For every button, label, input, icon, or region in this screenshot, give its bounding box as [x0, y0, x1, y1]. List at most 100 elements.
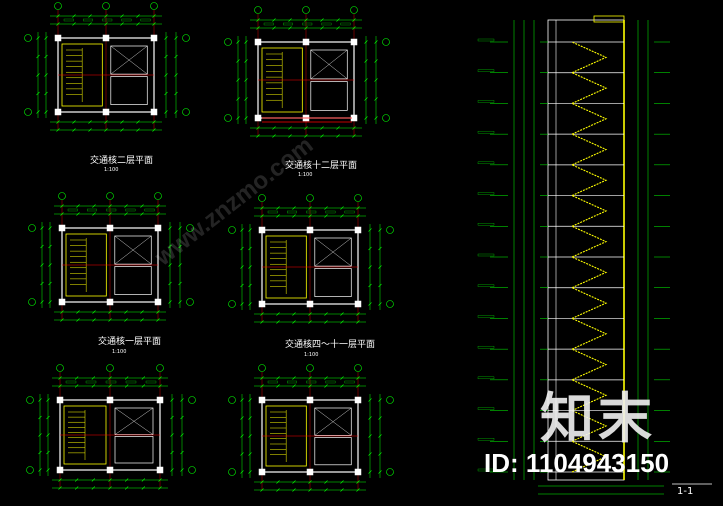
- dimension-tick: [74, 478, 79, 482]
- dimension-tick: [248, 470, 252, 474]
- dimension-tick: [364, 116, 368, 120]
- dimension-tick: [336, 26, 340, 30]
- axis-bubble: [228, 300, 236, 308]
- elevator-shaft: [314, 268, 352, 297]
- plan-scale-3: 1:100: [112, 349, 127, 355]
- dimension-tick: [292, 312, 296, 316]
- axis-bubble: [186, 298, 194, 306]
- dimension-tick: [260, 488, 264, 492]
- dimension-tick: [44, 73, 48, 77]
- dimension-tick: [368, 246, 372, 251]
- dimension-tick: [248, 265, 252, 269]
- dimension-tick: [76, 318, 80, 322]
- dimension-tick: [168, 300, 172, 304]
- dimension-tick: [292, 488, 296, 492]
- dim-text-stub: [63, 18, 74, 22]
- stair-flight: [571, 41, 608, 74]
- dimension-tick: [374, 78, 378, 82]
- dimension-tick: [168, 263, 172, 267]
- dimension-tick: [170, 398, 174, 402]
- dimension-tick: [292, 480, 296, 484]
- dimension-tick: [248, 246, 252, 251]
- dimension-tick: [58, 376, 62, 380]
- level-text: [477, 376, 495, 380]
- dimension-tick: [174, 110, 178, 114]
- axis-bubble: [156, 364, 164, 372]
- dimension-tick: [276, 480, 280, 484]
- column: [58, 298, 66, 306]
- stair-flight: [571, 348, 608, 381]
- dimension-tick: [152, 120, 156, 124]
- axis-bubble: [102, 2, 110, 10]
- dimension-tick: [272, 26, 276, 30]
- dimension-tick: [76, 212, 80, 216]
- dimension-tick: [168, 226, 172, 230]
- axis-bubble: [382, 38, 390, 46]
- dimension-tick: [120, 14, 124, 18]
- plan-scale-1: 1:100: [104, 167, 119, 173]
- dimension-tick: [124, 318, 128, 322]
- level-text: [477, 161, 495, 165]
- dimension-tick: [308, 312, 312, 316]
- dimension-tick: [378, 228, 382, 232]
- dimension-tick: [368, 434, 372, 438]
- dimension-tick: [120, 128, 124, 132]
- axis-bubble: [258, 364, 266, 372]
- column: [354, 396, 362, 404]
- dimension-tick: [88, 128, 92, 132]
- dim-text-stub: [106, 208, 117, 212]
- dimension-tick: [356, 312, 360, 316]
- dimension-tick: [91, 384, 96, 388]
- dimension-tick: [158, 376, 162, 380]
- dimension-tick: [104, 14, 108, 18]
- dimension-tick: [236, 59, 240, 63]
- dimension-tick: [378, 434, 382, 438]
- column: [102, 108, 110, 116]
- dimension-tick: [240, 452, 244, 456]
- dimension-tick: [36, 54, 40, 59]
- dimension-tick: [76, 310, 80, 314]
- column: [106, 466, 114, 474]
- column: [102, 34, 110, 42]
- dimension-tick: [378, 283, 382, 288]
- dimension-tick: [356, 384, 360, 388]
- dim-text-stub: [325, 380, 336, 384]
- dimension-tick: [240, 265, 244, 269]
- axis-bubble: [254, 6, 262, 14]
- dimension-tick: [140, 318, 144, 322]
- dimension-tick: [324, 312, 328, 316]
- dim-text-stub: [325, 210, 336, 214]
- dimension-tick: [324, 384, 328, 388]
- dim-text-stub: [145, 380, 157, 384]
- dimension-tick: [91, 486, 96, 490]
- dimension-tick: [48, 263, 52, 267]
- dimension-tick: [368, 302, 372, 306]
- dimension-tick: [340, 384, 344, 388]
- dimension-tick: [92, 204, 96, 208]
- dimension-tick: [374, 97, 378, 101]
- dimension-tick: [320, 126, 324, 130]
- dimension-tick: [320, 134, 324, 138]
- column: [306, 396, 314, 404]
- axis-bubble: [306, 364, 314, 372]
- axis-bubble: [224, 114, 232, 122]
- column: [350, 38, 358, 46]
- dimension-tick: [140, 204, 144, 208]
- dimension-tick: [276, 312, 280, 316]
- dimension-tick: [374, 59, 378, 63]
- dimension-tick: [40, 300, 44, 304]
- dimension-tick: [164, 73, 168, 77]
- plan-title-1: 交通核二层平面: [90, 156, 154, 166]
- dimension-tick: [308, 488, 312, 492]
- dimension-tick: [288, 126, 292, 130]
- dimension-tick: [352, 126, 356, 130]
- dimension-tick: [72, 120, 76, 124]
- dimension-tick: [44, 110, 48, 114]
- dimension-tick: [292, 206, 296, 210]
- dimension-tick: [336, 134, 340, 138]
- dimension-tick: [240, 246, 244, 251]
- dimension-tick: [40, 263, 44, 267]
- dimension-tick: [356, 320, 360, 324]
- axis-bubble: [224, 38, 232, 46]
- dimension-tick: [374, 116, 378, 120]
